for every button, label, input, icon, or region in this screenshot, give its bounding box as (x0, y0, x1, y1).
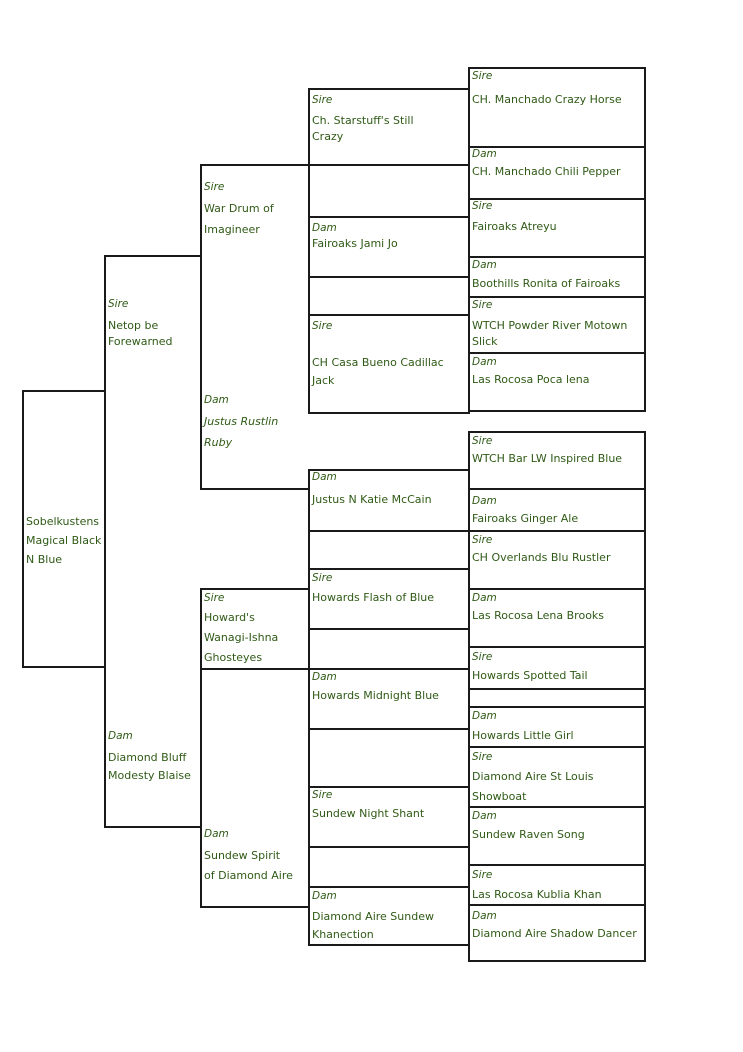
g5-2-name: CH. Manchado Chili Pepper (472, 165, 621, 178)
sire-label: Sire (108, 298, 129, 310)
g5-3-name: Fairoaks Atreyu (472, 220, 557, 233)
g4-7-name: Sundew Night Shant (312, 807, 425, 820)
g4-3-label: Sire (312, 320, 333, 332)
g4-8-label: Dam (312, 890, 337, 902)
g3-1-label: Sire (204, 181, 225, 193)
g4-4-label: Dam (312, 471, 337, 483)
g5-6-name: Las Rocosa Poca lena (472, 373, 590, 386)
g5-16-label: Dam (472, 910, 497, 922)
g5-12-name: Howards Little Girl (472, 729, 574, 742)
g4-6-label: Dam (312, 671, 337, 683)
g5-3-label: Sire (472, 200, 493, 212)
g5-8-name: Fairoaks Ginger Ale (472, 512, 579, 525)
g4-2-label: Dam (312, 222, 337, 234)
g5-16-name: Diamond Aire Shadow Dancer (472, 927, 637, 940)
g5-13-label: Sire (472, 751, 493, 763)
g5-1-name: CH. Manchado Crazy Horse (472, 93, 622, 106)
g4-1-label: Sire (312, 94, 333, 106)
g3-3-label: Sire (204, 592, 225, 604)
g5-9-name: CH Overlands Blu Rustler (472, 551, 611, 564)
g4-2-name: Fairoaks Jami Jo (312, 237, 398, 250)
g4-5-name: Howards Flash of Blue (312, 591, 435, 604)
g4-7-label: Sire (312, 789, 333, 801)
g5-12-label: Dam (472, 710, 497, 722)
g5-6-label: Dam (472, 356, 497, 368)
g3-2-label: Dam (204, 394, 229, 406)
g5-8-label: Dam (472, 495, 497, 507)
g5-5-label: Sire (472, 299, 493, 311)
g5-15-name: Las Rocosa Kublia Khan (472, 888, 602, 901)
g4-6-name: Howards Midnight Blue (312, 689, 439, 702)
g5-11-name: Howards Spotted Tail (472, 669, 588, 682)
g4-4-name: Justus N Katie McCain (312, 493, 432, 506)
g5-7-name: WTCH Bar LW Inspired Blue (472, 452, 623, 465)
g5-7-label: Sire (472, 435, 493, 447)
g5-2-label: Dam (472, 148, 497, 160)
dam-label: Dam (108, 730, 133, 742)
g5-10-label: Dam (472, 592, 497, 604)
g5-9-label: Sire (472, 534, 493, 546)
g5-10-name: Las Rocosa Lena Brooks (472, 609, 605, 622)
g5-4-name: Boothills Ronita of Fairoaks (472, 277, 621, 290)
g5-11-label: Sire (472, 651, 493, 663)
g5-14-label: Dam (472, 810, 497, 822)
g5-14-name: Sundew Raven Song (472, 828, 585, 841)
g5-15-label: Sire (472, 869, 493, 881)
g5-1-label: Sire (472, 70, 493, 82)
g5-4-label: Dam (472, 259, 497, 271)
g3-4-label: Dam (204, 828, 229, 840)
g4-5-label: Sire (312, 572, 333, 584)
